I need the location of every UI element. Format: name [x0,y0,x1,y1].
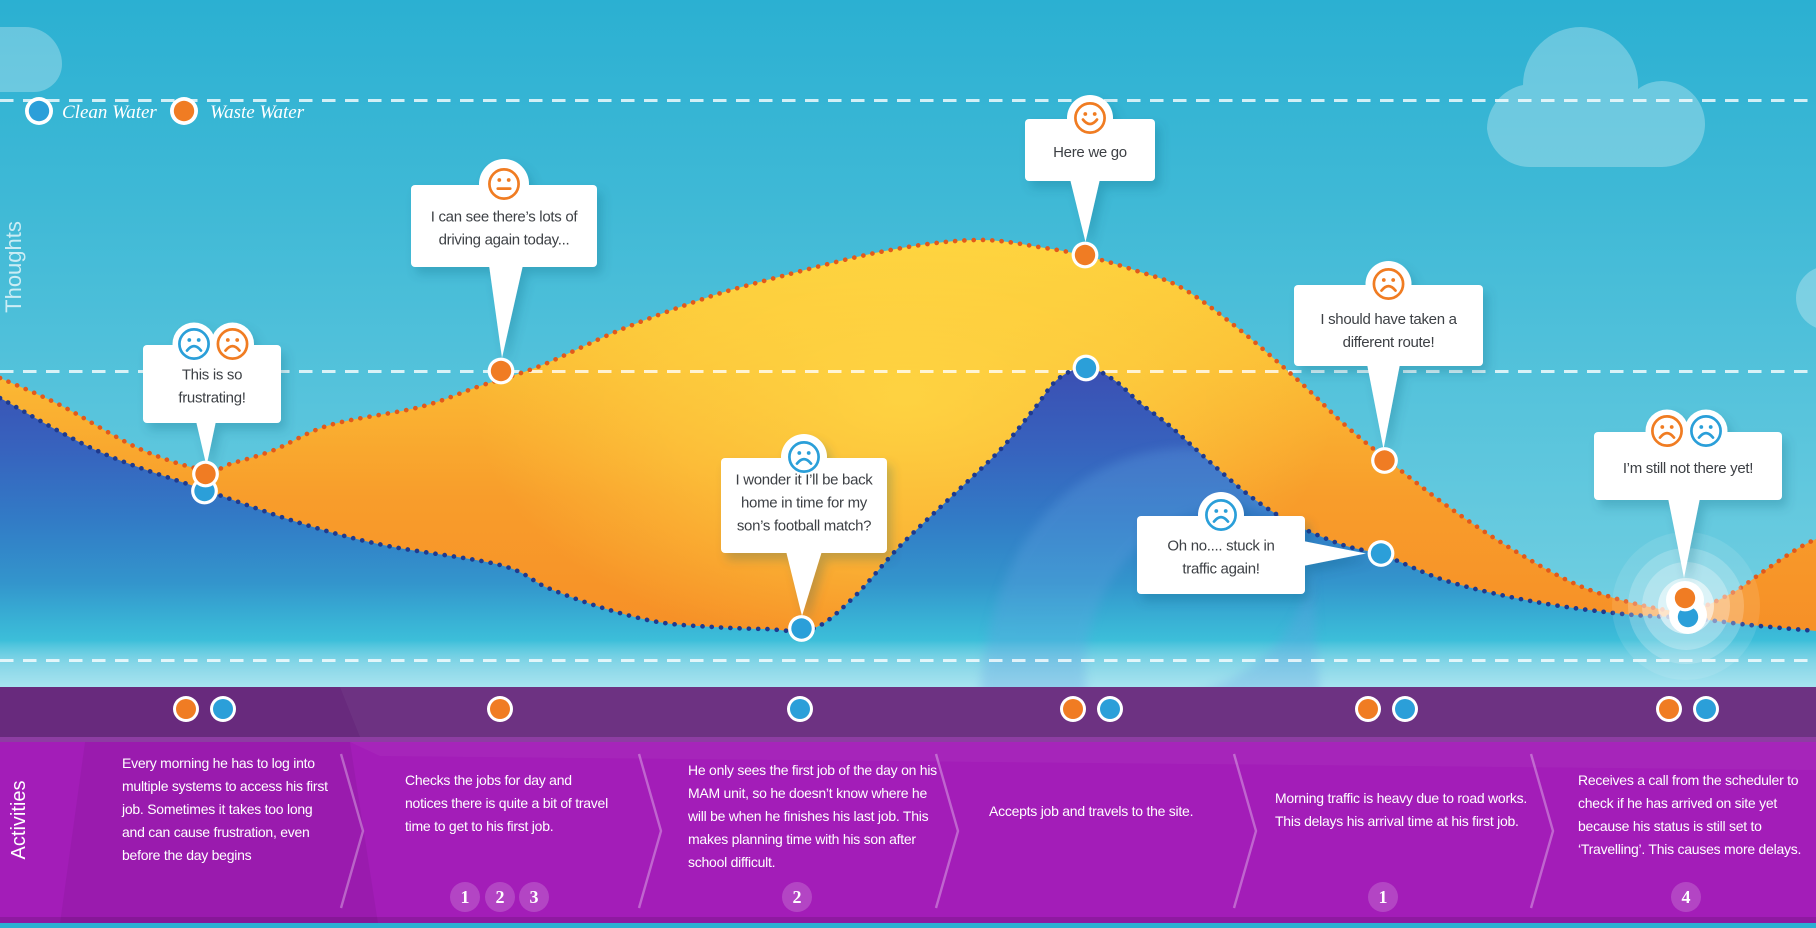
svg-text:Accepts job and travels to the: Accepts job and travels to the site. [989,803,1193,819]
svg-text:3: 3 [530,887,539,907]
svg-text:2: 2 [496,887,505,907]
svg-text:MAM unit, so he doesn’t know w: MAM unit, so he doesn’t know where he [688,785,927,801]
svg-text:check if he has arrived on sit: check if he has arrived on site yet [1578,795,1777,811]
svg-text:This delays his arrival time a: This delays his arrival time at his firs… [1275,813,1519,829]
svg-text:frustrating!: frustrating! [178,390,245,407]
svg-text:I wonder it I’ll be back: I wonder it I’ll be back [735,472,873,489]
svg-text:He only sees the first job of: He only sees the first job of the day on… [688,762,937,778]
svg-text:1: 1 [1379,887,1388,907]
svg-text:because his status is still se: because his status is still set to [1578,818,1762,834]
svg-text:Morning traffic is heavy due t: Morning traffic is heavy due to road wor… [1275,790,1527,806]
svg-text:home in time for my: home in time for my [741,495,868,512]
svg-text:son’s football match?: son’s football match? [737,518,871,535]
svg-text:4: 4 [1682,887,1691,907]
svg-text:before the day begins: before the day begins [122,847,252,863]
svg-text:and can cause frustration, eve: and can cause frustration, even [122,824,310,840]
svg-text:job. Sometimes it takes too lo: job. Sometimes it takes too long [121,801,312,817]
svg-text:will be when he finishes his l: will be when he finishes his last job. T… [687,808,929,824]
svg-text:Waste Water: Waste Water [210,102,305,123]
svg-text:Activities: Activities [8,781,30,860]
svg-text:Here we go: Here we go [1053,144,1127,161]
svg-text:This is so: This is so [182,367,242,384]
svg-text:Clean Water: Clean Water [62,102,157,123]
svg-text:Every morning he has to log in: Every morning he has to log into [122,755,315,771]
svg-text:Checks the jobs for day and: Checks the jobs for day and [405,772,572,788]
svg-text:time to get to his first job.: time to get to his first job. [405,818,553,834]
svg-text:makes planning time with his s: makes planning time with his son after [688,831,916,847]
svg-text:‘Travelling’. This causes more: ‘Travelling’. This causes more delays. [1578,841,1801,857]
svg-text:driving again today...: driving again today... [439,232,570,249]
svg-text:2: 2 [793,887,802,907]
svg-text:1: 1 [461,887,470,907]
svg-text:traffic again!: traffic again! [1182,561,1259,578]
svg-text:Oh no.... stuck in: Oh no.... stuck in [1167,538,1274,555]
svg-text:notices there is quite a bit o: notices there is quite a bit of travel [405,795,608,811]
svg-text:I can see there’s lots of: I can see there’s lots of [431,209,579,226]
svg-text:school difficult.: school difficult. [688,854,775,870]
svg-text:Receives a call from the sched: Receives a call from the scheduler to [1578,772,1799,788]
svg-text:I’m still not there yet!: I’m still not there yet! [1623,460,1753,477]
svg-text:Thoughts: Thoughts [1,221,26,313]
svg-text:multiple systems to access his: multiple systems to access his first [122,778,328,794]
svg-text:different route!: different route! [1343,334,1435,351]
svg-text:I should have taken a: I should have taken a [1320,311,1457,328]
